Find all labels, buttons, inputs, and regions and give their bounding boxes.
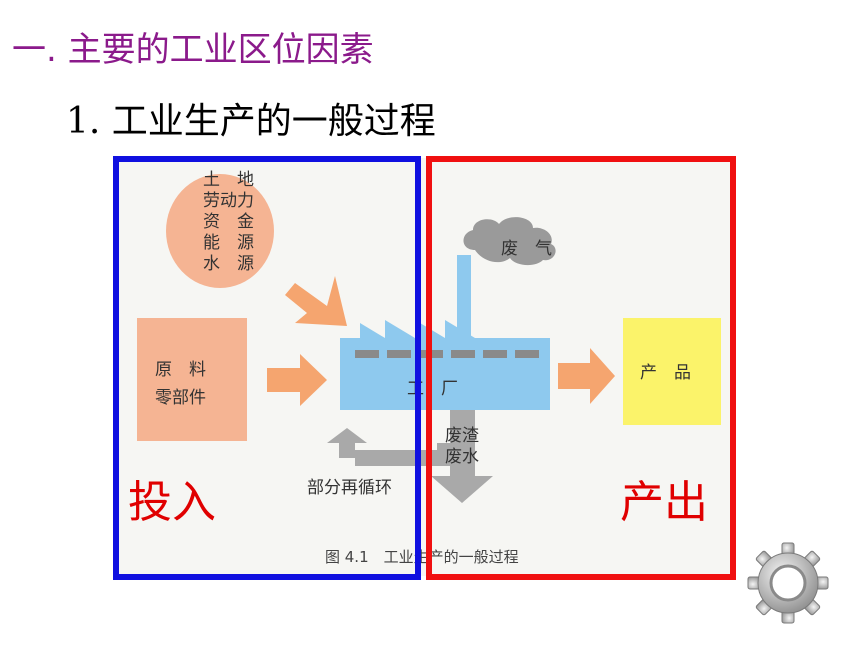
product-box xyxy=(623,318,721,425)
input-item: 土 地 xyxy=(203,170,254,190)
product-label: 产 品 xyxy=(640,363,691,383)
output-frame xyxy=(426,156,736,580)
inputs-list: 土 地 劳动力 资 金 能 源 水 源 xyxy=(203,170,254,275)
output-label: 产出 xyxy=(620,477,708,528)
process-diagram: 土 地 劳动力 资 金 能 源 水 源 原 料 零部件 工 厂 产 品 废 气 … xyxy=(115,158,735,576)
exhaust-label: 废 气 xyxy=(501,239,552,259)
recycle-arrow-icon xyxy=(355,443,453,466)
gear-icon[interactable] xyxy=(745,540,831,626)
waste-item: 废渣 xyxy=(445,426,479,446)
diagram-graphics xyxy=(137,174,721,503)
waste-item: 废水 xyxy=(445,447,479,467)
section-subheading: 1. 工业生产的一般过程 xyxy=(66,101,436,142)
input-item: 资 金 xyxy=(203,212,254,232)
exhaust-cloud xyxy=(463,217,556,266)
factory-building xyxy=(340,320,550,410)
inputs-circle xyxy=(166,174,274,288)
waste-list: 废渣 废水 xyxy=(445,426,479,468)
arrow-factory-to-product-icon xyxy=(558,348,615,404)
input-item: 劳动力 xyxy=(203,191,254,211)
recycle-label: 部分再循环 xyxy=(307,478,392,498)
material-item: 原 料 xyxy=(155,360,206,380)
page-heading: 一. 主要的工业区位因素 xyxy=(12,30,374,70)
materials-list: 原 料 零部件 xyxy=(155,356,206,412)
input-item: 水 源 xyxy=(203,254,254,274)
recycle-arrowhead-icon xyxy=(327,428,367,458)
materials-box xyxy=(137,318,247,441)
arrow-materials-to-factory-icon xyxy=(267,354,327,406)
input-item: 能 源 xyxy=(203,233,254,253)
input-frame xyxy=(113,156,421,580)
material-item: 零部件 xyxy=(155,388,206,408)
chimney xyxy=(457,255,471,337)
waste-arrow-icon xyxy=(431,410,493,503)
figure-caption: 图 4.1 工业生产的一般过程 xyxy=(325,548,519,566)
input-label: 投入 xyxy=(128,477,216,528)
arrow-circle-to-factory-icon xyxy=(285,276,347,326)
